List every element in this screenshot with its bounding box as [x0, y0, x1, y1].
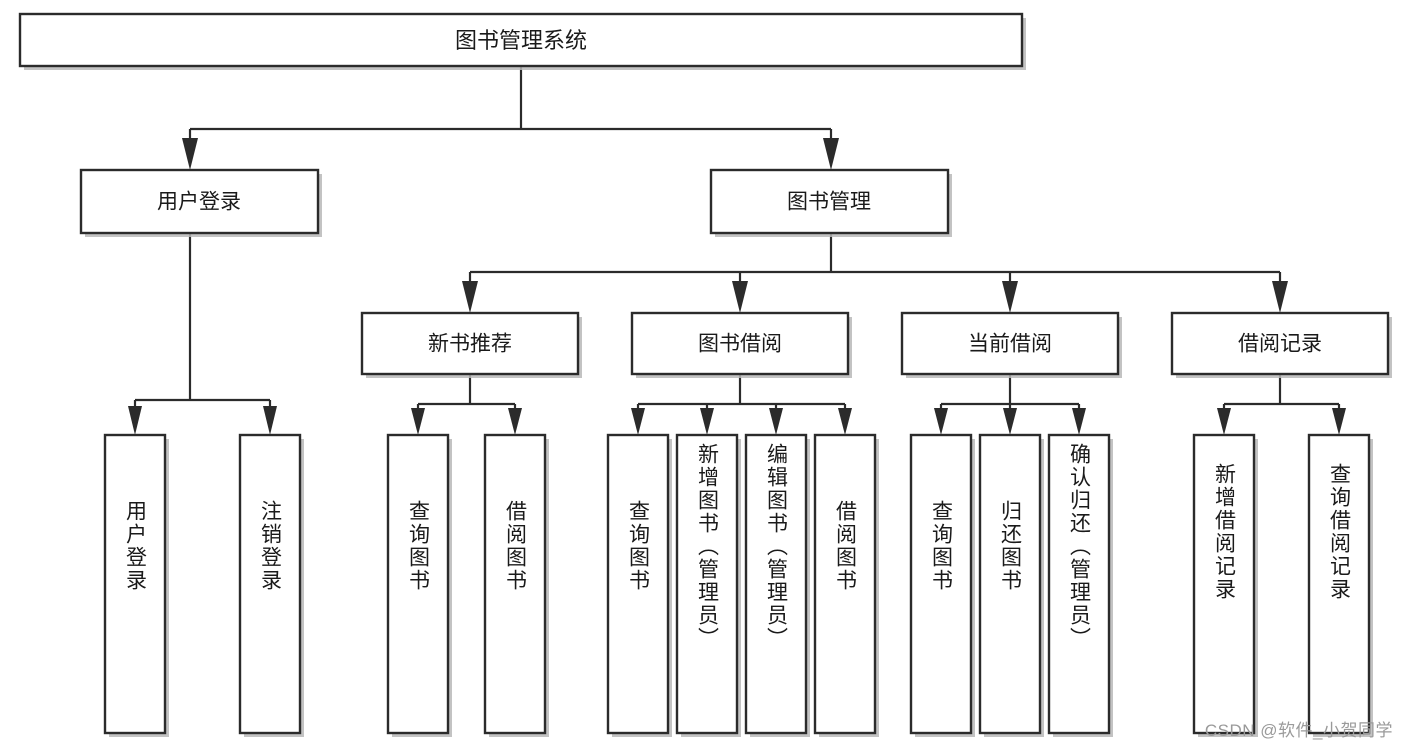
- arrowhead-leaf-query-book-2: [631, 408, 645, 435]
- arrowhead-borrow-record: [1272, 281, 1288, 313]
- leaf-query-book-3-box[interactable]: [909, 433, 973, 735]
- arrowhead-leaf-add-book: [700, 408, 714, 435]
- node-leaf-return-book[interactable]: [978, 433, 1044, 737]
- root-box[interactable]: [18, 12, 1024, 68]
- arrowhead-leaf-return-book: [1003, 408, 1017, 435]
- leaf-borrow-book-2-box[interactable]: [813, 433, 877, 735]
- current-borrow-box[interactable]: [900, 311, 1120, 376]
- leaf-add-book-box[interactable]: [675, 433, 739, 735]
- leaf-add-record-box[interactable]: [1192, 433, 1256, 735]
- arrowhead-leaf-query-book-1: [411, 408, 425, 435]
- arrowhead-user-login: [182, 138, 198, 170]
- borrow-record-box[interactable]: [1170, 311, 1390, 376]
- user-login-label: 用户登录: [157, 191, 241, 214]
- leaf-return-book-box[interactable]: [978, 433, 1042, 735]
- node-leaf-add-record[interactable]: [1192, 433, 1258, 737]
- arrowhead-leaf-edit-book: [769, 408, 783, 435]
- arrowhead-leaf-query-book-3: [934, 408, 948, 435]
- arrowhead-leaf-add-record: [1217, 408, 1231, 435]
- node-leaf-logout[interactable]: [238, 433, 304, 737]
- node-leaf-query-book-3[interactable]: [909, 433, 975, 737]
- book-borrow-label: 图书借阅: [698, 333, 782, 356]
- connector-layer: [128, 66, 1346, 435]
- node-root[interactable]: 图书管理系统: [18, 12, 1026, 70]
- node-leaf-add-book[interactable]: [675, 433, 741, 737]
- leaf-confirm-return-box[interactable]: [1047, 433, 1111, 735]
- book-manage-label: 图书管理: [787, 191, 871, 214]
- new-book-recommend-label: 新书推荐: [428, 333, 512, 356]
- arrowhead-current-borrow: [1002, 281, 1018, 313]
- user-login-box[interactable]: [79, 168, 320, 235]
- node-book-borrow[interactable]: 图书借阅: [630, 311, 852, 378]
- arrowhead-leaf-logout: [263, 406, 277, 435]
- node-borrow-record[interactable]: 借阅记录: [1170, 311, 1392, 378]
- arrowhead-leaf-query-record: [1332, 408, 1346, 435]
- arrowhead-leaf-borrow-book-1: [508, 408, 522, 435]
- book-manage-box[interactable]: [709, 168, 950, 235]
- arrowhead-new-book-recommend: [462, 281, 478, 313]
- leaf-query-record-box[interactable]: [1307, 433, 1371, 735]
- leaf-query-book-1-box[interactable]: [386, 433, 450, 735]
- borrow-record-label: 借阅记录: [1238, 333, 1322, 356]
- node-user-login[interactable]: 用户登录: [79, 168, 322, 237]
- leaf-borrow-book-1-box[interactable]: [483, 433, 547, 735]
- leaf-user-login-box[interactable]: [103, 433, 167, 735]
- node-new-book-recommend[interactable]: 新书推荐: [360, 311, 582, 378]
- node-leaf-borrow-book-1[interactable]: [483, 433, 549, 737]
- leaf-edit-book-box[interactable]: [744, 433, 808, 735]
- node-leaf-confirm-return[interactable]: [1047, 433, 1113, 737]
- node-layer: 图书管理系统 用户登录 图书管理 新书推荐: [18, 12, 1392, 737]
- node-current-borrow[interactable]: 当前借阅: [900, 311, 1122, 378]
- arrowhead-book-manage: [823, 138, 839, 170]
- current-borrow-label: 当前借阅: [968, 333, 1052, 356]
- node-leaf-borrow-book-2[interactable]: [813, 433, 879, 737]
- node-leaf-user-login[interactable]: [103, 433, 169, 737]
- leaf-query-book-2-box[interactable]: [606, 433, 670, 735]
- book-borrow-box[interactable]: [630, 311, 850, 376]
- node-leaf-query-record[interactable]: [1307, 433, 1373, 737]
- arrowhead-leaf-user-login: [128, 406, 142, 435]
- leaf-box-layer: [103, 433, 1373, 737]
- leaf-logout-box[interactable]: [238, 433, 302, 735]
- arrowhead-book-borrow: [732, 281, 748, 313]
- arrowhead-leaf-confirm-return: [1072, 408, 1086, 435]
- node-leaf-query-book-2[interactable]: [606, 433, 672, 737]
- root-label: 图书管理系统: [455, 28, 587, 53]
- arrowhead-leaf-borrow-book-2: [838, 408, 852, 435]
- new-book-recommend-box[interactable]: [360, 311, 580, 376]
- node-book-manage[interactable]: 图书管理: [709, 168, 952, 237]
- node-leaf-query-book-1[interactable]: [386, 433, 452, 737]
- node-leaf-edit-book[interactable]: [744, 433, 810, 737]
